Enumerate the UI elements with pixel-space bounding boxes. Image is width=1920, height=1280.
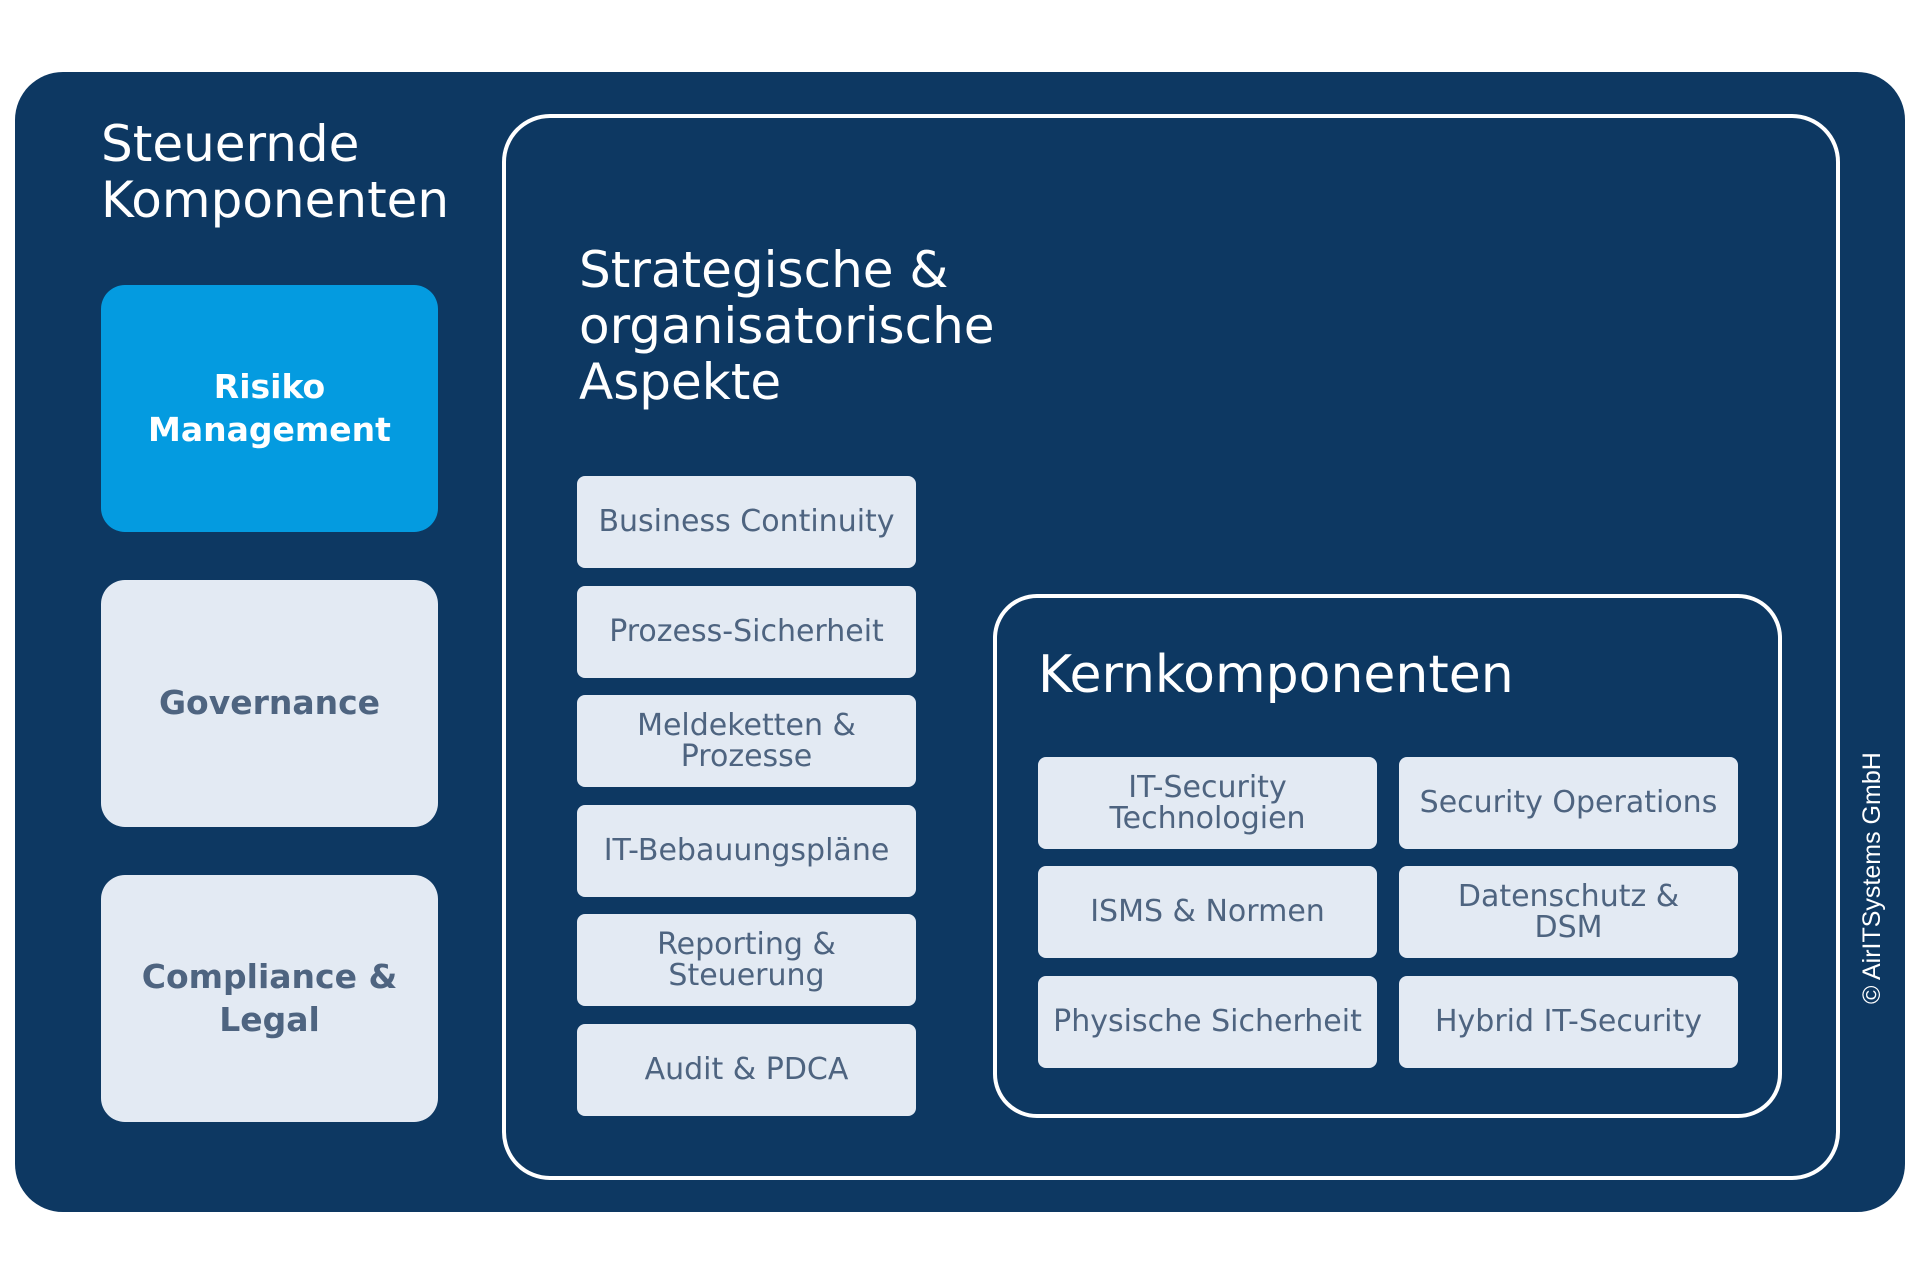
physische-sicherheit-box: Physische Sicherheit bbox=[1038, 976, 1377, 1068]
governance-box: Governance bbox=[101, 580, 438, 827]
risiko-management-box: Risiko Management bbox=[101, 285, 438, 532]
it-bebauungsplaene-box: IT-Bebauungspläne bbox=[577, 805, 916, 897]
reporting-steuerung-box: Reporting & Steuerung bbox=[577, 914, 916, 1006]
prozess-sicherheit-box: Prozess-Sicherheit bbox=[577, 586, 916, 678]
it-security-technologien-box: IT-Security Technologien bbox=[1038, 757, 1377, 849]
meldeketten-prozesse-box: Meldeketten & Prozesse bbox=[577, 695, 916, 787]
compliance-legal-box: Compliance & Legal bbox=[101, 875, 438, 1122]
kernkomponenten-frame: Kernkomponenten IT-Security Technologien… bbox=[993, 594, 1782, 1118]
copyright-notice: © AirITSystems GmbH bbox=[1858, 752, 1886, 1004]
strategische-aspekte-title: Strategische & organisatorische Aspekte bbox=[579, 241, 995, 411]
steuernde-komponenten-title: Steuernde Komponenten bbox=[101, 115, 450, 229]
datenschutz-dsm-box: Datenschutz & DSM bbox=[1399, 866, 1738, 958]
kernkomponenten-title: Kernkomponenten bbox=[1038, 645, 1514, 705]
security-operations-box: Security Operations bbox=[1399, 757, 1738, 849]
isms-normen-box: ISMS & Normen bbox=[1038, 866, 1377, 958]
business-continuity-box: Business Continuity bbox=[577, 476, 916, 568]
hybrid-it-security-box: Hybrid IT-Security bbox=[1399, 976, 1738, 1068]
diagram-panel: Steuernde Komponenten Risiko Management … bbox=[15, 72, 1905, 1212]
audit-pdca-box: Audit & PDCA bbox=[577, 1024, 916, 1116]
strategische-frame: Strategische & organisatorische Aspekte … bbox=[502, 114, 1840, 1180]
